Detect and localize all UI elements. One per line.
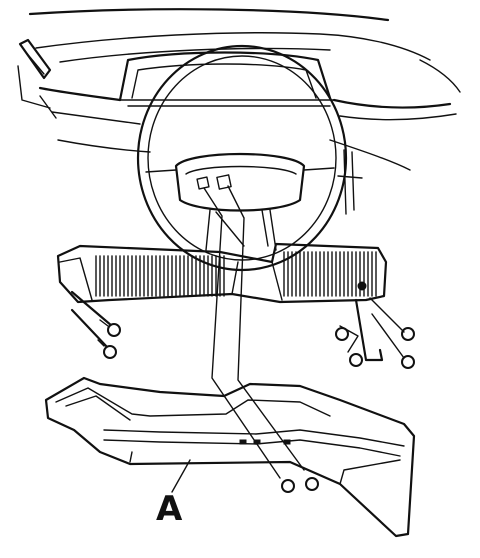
knee-bolster <box>56 242 388 304</box>
steering-wheel <box>136 44 348 272</box>
left-air-vent <box>17 38 57 119</box>
lower-panel-a <box>44 376 416 538</box>
callout-a-leader <box>171 459 191 493</box>
callout-label-a: A <box>156 489 183 529</box>
right-bracket <box>335 281 415 369</box>
dashboard-outline <box>28 8 457 171</box>
left-bolts <box>70 290 121 359</box>
right-dash-detail <box>337 59 461 215</box>
steering-column <box>215 209 269 247</box>
knee-bolster-ribs <box>95 251 377 297</box>
long-screws <box>203 185 319 493</box>
